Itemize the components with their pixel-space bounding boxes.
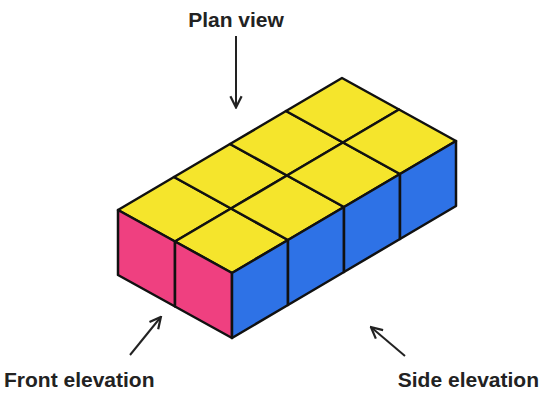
side-face	[344, 174, 400, 272]
side-face	[400, 141, 456, 239]
view-arrow	[235, 36, 237, 106]
side-face	[232, 240, 288, 338]
front-face	[175, 242, 232, 339]
view-label: Plan view	[188, 8, 284, 31]
view-label: Front elevation	[4, 368, 155, 391]
view-label: Side elevation	[398, 368, 539, 391]
front-face	[118, 210, 175, 307]
side-face	[288, 207, 344, 305]
view-arrow	[130, 318, 160, 355]
view-arrow	[372, 328, 405, 356]
